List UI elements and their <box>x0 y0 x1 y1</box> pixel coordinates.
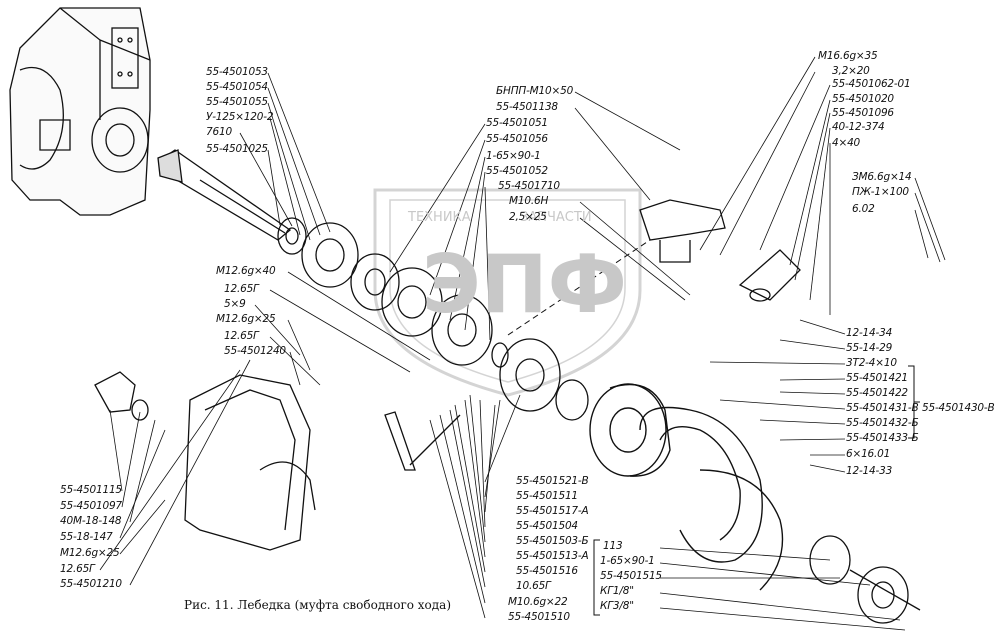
label: 1-65×90-1 <box>600 555 655 567</box>
axis-dashed-line <box>507 239 651 336</box>
label: М16.6g×35 <box>818 50 878 62</box>
label: 55-4501503-Б <box>516 535 589 547</box>
watermark-shield <box>373 188 642 397</box>
label: М12.6g×25 <box>216 313 276 325</box>
label: М12.6g×40 <box>216 265 276 277</box>
label: М12.6g×25 <box>60 547 120 559</box>
label: 55-4501062-01 <box>832 78 911 90</box>
label: 55-4501052 <box>486 165 548 177</box>
label: 55-4501513-А <box>516 550 589 562</box>
label: 12.65Г <box>60 563 95 575</box>
end-shaft <box>809 535 921 624</box>
label: 55-4501421 <box>846 372 908 384</box>
label: 55-4501054 <box>206 81 268 93</box>
label: 55-4501432-Б <box>846 417 919 429</box>
brake-drum <box>589 383 671 477</box>
label: 12.65Г <box>224 283 259 295</box>
winch-housing <box>9 7 151 216</box>
label: 4×40 <box>832 137 861 149</box>
label: 40М-18-148 <box>60 515 122 527</box>
label: 113 <box>603 540 623 552</box>
label: 55-4501210 <box>60 578 122 590</box>
watermark-text-left: ТЕХНИКА <box>408 210 471 225</box>
brake-band <box>639 406 784 591</box>
watermark-big-text: ЭПФ <box>422 238 627 331</box>
label: КГ3/8" <box>600 600 634 612</box>
label: 6.02 <box>852 203 875 215</box>
label: 55-4501422 <box>846 387 908 399</box>
label: 55-4501025 <box>206 143 268 155</box>
label: 40-12-374 <box>832 121 885 133</box>
label: 55-4501511 <box>516 490 578 502</box>
label: 12.65Г <box>224 330 259 342</box>
label: ЗМ6.6g×14 <box>852 171 912 183</box>
label: 55-4501710 <box>498 180 560 192</box>
label: 55-4501431-В <box>846 402 919 414</box>
label: 55-4501521-В <box>516 475 589 487</box>
label: 55-14-29 <box>846 342 893 354</box>
label: 55-4501517-А <box>516 505 589 517</box>
label: 55-4501516 <box>516 565 578 577</box>
label: 55-4501433-Б <box>846 432 919 444</box>
label: М10.6Н <box>509 195 549 207</box>
label: 55-4501020 <box>832 93 894 105</box>
label: 55-4501115 <box>60 484 122 496</box>
label: 55-4501056 <box>486 133 548 145</box>
label: 12-14-33 <box>846 465 893 477</box>
figure-caption: Рис. 11. Лебедка (муфта свободного хода) <box>184 598 451 612</box>
label: 1-65×90-1 <box>486 150 541 162</box>
lever-assembly <box>639 199 801 302</box>
label: БНПП-М10×50 <box>496 85 574 97</box>
label: 55-4501055 <box>206 96 268 108</box>
label: У-125×120-2 <box>206 111 274 123</box>
label: 55-4501240 <box>224 345 286 357</box>
leader-lines <box>99 56 946 631</box>
control-rod <box>384 411 461 471</box>
label: 55-4501138 <box>496 101 558 113</box>
label: 55-4501515 <box>600 570 662 582</box>
label: 55-4501097 <box>60 500 122 512</box>
label: М10.6g×22 <box>508 596 568 608</box>
label: 55-4501096 <box>832 107 894 119</box>
label: 2,5×25 <box>509 211 547 223</box>
label: 55-4501504 <box>516 520 578 532</box>
label: 5×9 <box>224 298 246 310</box>
label: 3,2×20 <box>832 65 870 77</box>
label: 10.65Г <box>516 580 551 592</box>
label: КГ1/8" <box>600 585 634 597</box>
label: 55-4501051 <box>486 117 548 129</box>
shaft <box>157 149 292 241</box>
label: 6×16.01 <box>846 448 891 460</box>
label-brackets <box>593 365 920 616</box>
flange-small <box>94 371 149 421</box>
label: 55-18-147 <box>60 531 113 543</box>
label: 3Т2-4×10 <box>846 357 897 369</box>
axis-parts <box>277 217 589 421</box>
label: 7610 <box>206 126 232 138</box>
label: 55-4501053 <box>206 66 268 78</box>
label: 12-14-34 <box>846 327 893 339</box>
label: ПЖ-1×100 <box>852 186 909 198</box>
guard-cover <box>184 374 316 551</box>
label-bracket-right: 55-4501430-В <box>922 402 995 414</box>
watermark-text-right: ЗАПЧАСТИ <box>520 210 592 225</box>
label: 55-4501510 <box>508 611 570 623</box>
